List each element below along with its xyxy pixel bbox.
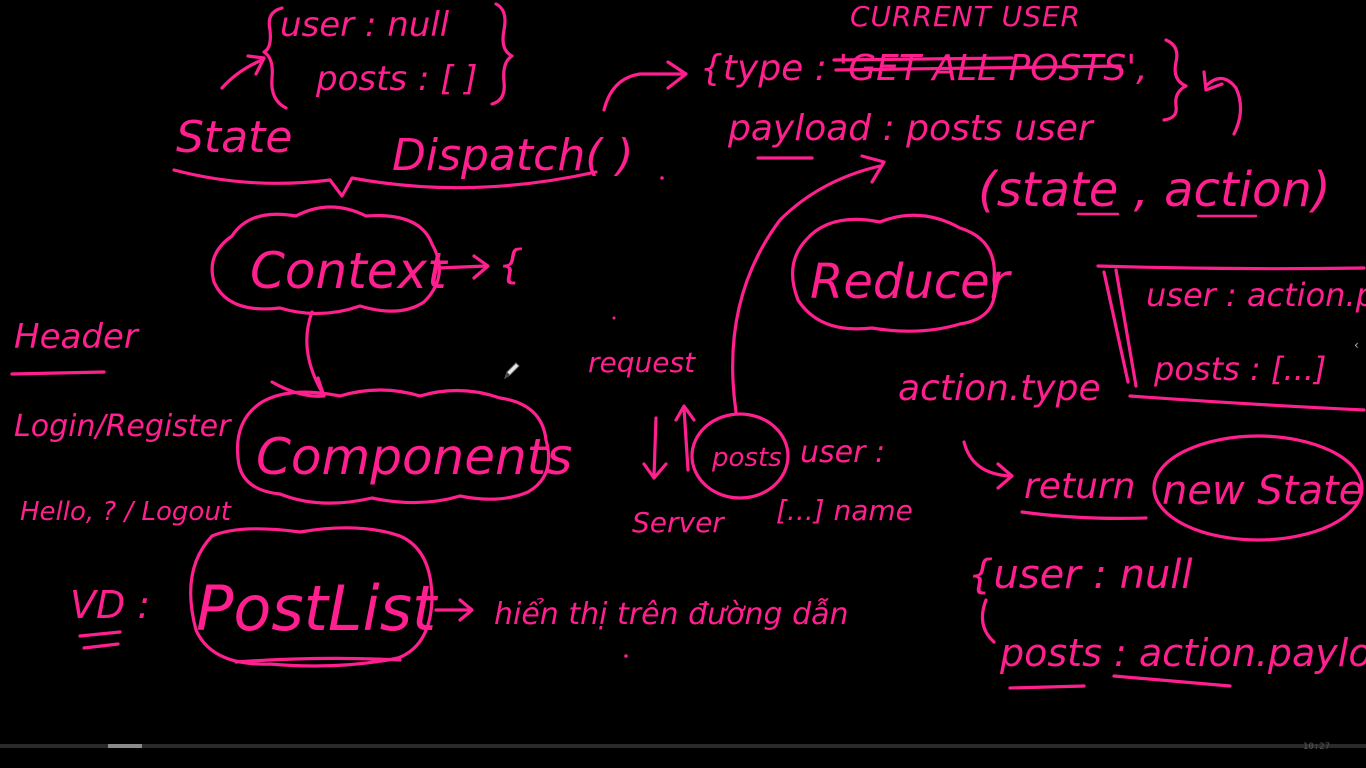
right-block: user : action.payload posts : [...] acti…	[898, 264, 1366, 690]
vd-underline	[78, 630, 122, 650]
context-to-components-arrow	[305, 310, 324, 394]
response-up-arrowhead	[674, 404, 696, 422]
request-down-arrowhead	[642, 462, 668, 480]
vd-note: VD :	[70, 583, 150, 627]
posts-circle-label: posts	[711, 443, 782, 473]
server-note: Server	[632, 506, 725, 539]
context-to-components-arrowhead	[270, 376, 326, 398]
state-open-brace	[262, 6, 288, 110]
progress-track[interactable]	[0, 744, 1366, 748]
state-label: State	[176, 112, 292, 163]
state-close-brace	[490, 2, 514, 106]
name-list-note: [...] name	[776, 494, 913, 527]
right-top-line	[1096, 264, 1366, 271]
video-player-bar: 10:27	[0, 742, 1366, 768]
right-bracket	[1102, 268, 1138, 388]
state-dispatch-underbrace	[172, 168, 598, 198]
context-arrow	[436, 264, 488, 270]
state-arrow-head	[246, 54, 266, 76]
hello-note: Hello, ? / Logout	[20, 497, 232, 527]
curl-arrowhead	[1202, 70, 1224, 92]
context-label: Context	[250, 242, 449, 300]
components-label: Components	[256, 428, 572, 486]
response-up-arrow	[682, 406, 690, 472]
dispatch-to-action-arrowhead	[666, 60, 688, 90]
state-block: user : null posts : [ ] State Dispatch( …	[172, 2, 688, 198]
postlist-cloud-outline	[189, 526, 434, 668]
return-label: return	[1024, 466, 1136, 507]
reducer-cloud-outline	[791, 213, 997, 333]
posts-payload-line: posts : action.payload	[999, 631, 1366, 675]
header-underline	[10, 370, 106, 376]
context-arrowhead	[472, 254, 490, 280]
server-to-payload-arrow	[731, 164, 882, 414]
user-payload-line: user : action.payload	[1146, 276, 1366, 314]
login-note: Login/Register	[14, 409, 232, 444]
user-null-brace-tail	[980, 598, 996, 644]
server-to-payload-arrowhead	[860, 154, 886, 184]
curl-arrow	[1204, 76, 1243, 136]
header-note: Header	[14, 317, 140, 357]
postlist-label: PostList	[196, 572, 439, 645]
strikethrough	[832, 56, 1122, 72]
action-block: CURRENT USER {type : 'GET ALL POSTS', pa…	[700, 0, 1331, 218]
new-state-label: new State	[1162, 468, 1363, 514]
whiteboard-drawing: user : null posts : [ ] State Dispatch( …	[10, 0, 1366, 690]
progress-thumb[interactable]	[108, 744, 142, 748]
state-action-text: (state , action)	[978, 162, 1331, 218]
state-arrow	[220, 58, 264, 90]
components-cloud: Components	[235, 388, 572, 505]
context-brace: {	[498, 242, 523, 288]
server-area: request Server posts user : [...] name	[588, 154, 913, 539]
return-arrowhead	[996, 462, 1014, 490]
request-note: request	[588, 346, 696, 379]
current-user-text: CURRENT USER	[850, 0, 1081, 33]
postlist-note: hiển thị trên đường dẫn	[494, 596, 849, 632]
components-cloud-outline	[235, 388, 551, 505]
new-state-ellipse	[1152, 434, 1364, 542]
reducer-cloud: Reducer	[791, 213, 1013, 333]
left-notes: Header Login/Register Hello, ? / Logout …	[10, 317, 232, 650]
ink-dot	[660, 176, 664, 180]
action-close-brace	[1162, 38, 1188, 122]
posts-list-line: posts : [...]	[1153, 350, 1326, 388]
chevron-left-icon[interactable]: ‹	[1354, 338, 1359, 352]
pen-cursor-icon	[503, 360, 521, 380]
whiteboard-canvas: user : null posts : [ ] State Dispatch( …	[10, 0, 1366, 690]
dispatch-to-action-arrow	[602, 72, 686, 112]
postlist-cloud: PostList hiển thị trên đường dẫn	[189, 526, 849, 668]
context-cloud-outline	[210, 205, 441, 316]
reducer-label: Reducer	[810, 254, 1013, 310]
postlist-arrowhead	[458, 598, 474, 622]
context-cloud: Context {	[210, 205, 523, 398]
posts-payload-underline	[1008, 674, 1232, 690]
state-user-line: user : null	[280, 5, 450, 45]
state-action-underline	[1076, 212, 1258, 218]
posts-circle	[690, 412, 790, 500]
state-posts-line: posts : [ ]	[315, 59, 478, 99]
action-type-note: action.type	[898, 368, 1101, 409]
user-colon-note: user :	[800, 435, 885, 470]
postlist-underline	[234, 656, 402, 664]
user-null-line: {user : null	[968, 552, 1193, 598]
request-down-arrow	[652, 416, 658, 478]
action-payload-line: payload : posts user	[727, 108, 1095, 149]
ink-dot	[612, 316, 616, 320]
ink-dot	[624, 654, 628, 658]
dispatch-label: Dispatch( )	[392, 130, 634, 181]
time-readout: 10:27	[1302, 742, 1330, 752]
return-underline	[1020, 510, 1148, 520]
return-arrow	[962, 440, 1012, 478]
right-bottom-line	[1128, 394, 1366, 412]
